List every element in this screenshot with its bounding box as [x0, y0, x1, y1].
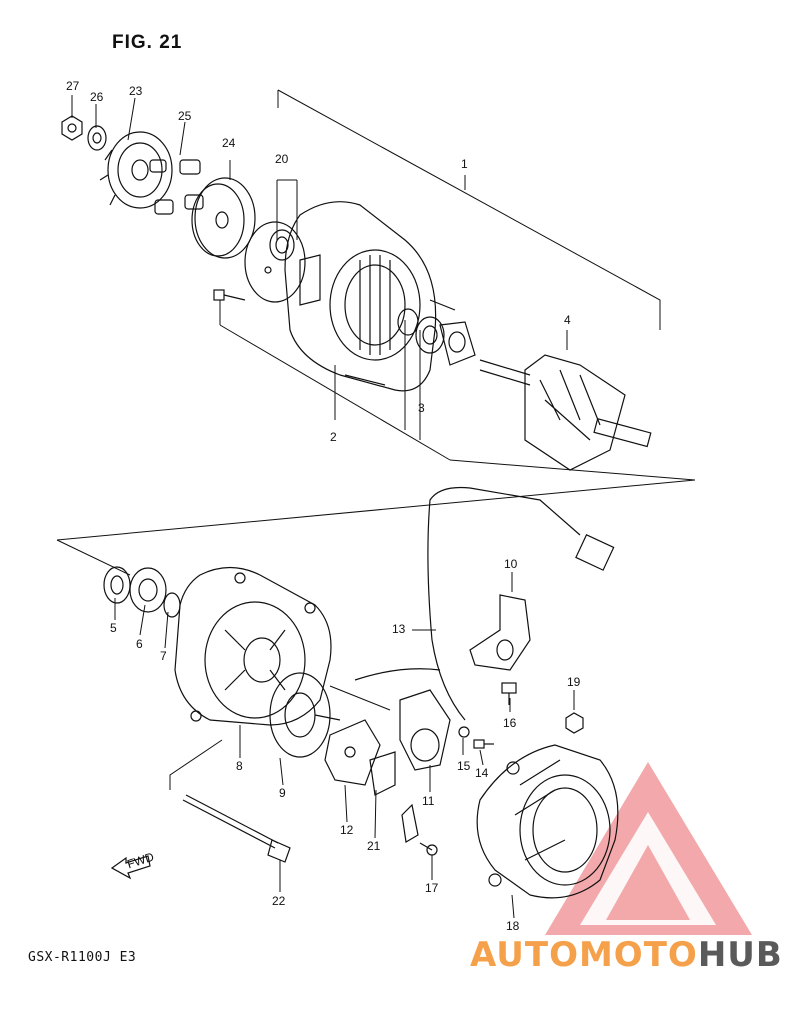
brush-holder	[469, 594, 531, 671]
washer	[87, 125, 107, 151]
callout-26: 26	[90, 90, 104, 104]
callout-12: 12	[340, 823, 354, 837]
callout-8: 8	[236, 759, 243, 773]
oring	[244, 221, 306, 303]
callout-20: 20	[275, 152, 289, 166]
alternator-housing	[284, 201, 456, 392]
watermark-part1: AUTOMOTO	[470, 935, 698, 975]
bracket-17	[401, 803, 438, 856]
bearing-20	[264, 229, 295, 274]
cable-lead	[354, 486, 615, 721]
callout-1: 1	[461, 157, 468, 171]
screw-14	[473, 739, 494, 749]
washer-5	[103, 566, 131, 604]
callout-16: 16	[503, 716, 517, 730]
washer-15	[458, 726, 470, 738]
callout-2: 2	[330, 430, 337, 444]
callout-4: 4	[564, 313, 571, 327]
callout-11: 11	[422, 794, 435, 808]
screw-16	[501, 682, 517, 705]
pulley	[99, 131, 173, 209]
seal-7	[163, 592, 181, 618]
model-code: GSX-R1100J E3	[28, 950, 137, 965]
nut-19	[565, 712, 584, 734]
pulley-nut	[61, 115, 83, 141]
callout-6: 6	[136, 637, 143, 651]
brush-21	[369, 751, 396, 796]
callout-14: 14	[475, 766, 489, 780]
callout-23: 23	[129, 84, 143, 98]
callout-13: 13	[392, 622, 406, 636]
through-bolt	[182, 794, 291, 863]
damper-set	[149, 159, 204, 215]
bolt-small	[213, 289, 246, 301]
callout-10: 10	[504, 557, 518, 571]
callout-7: 7	[160, 649, 167, 663]
fwd-arrow: FWD	[110, 850, 156, 880]
callout-24: 24	[222, 136, 236, 150]
bearing-3	[397, 308, 445, 354]
rectifier-11	[399, 689, 451, 771]
rear-housing	[174, 566, 332, 726]
callout-labels: 27 26 23 25 24 20 1 4 3 2 10 13 19 16 15…	[66, 79, 581, 933]
callout-5: 5	[110, 621, 117, 635]
callout-27: 27	[66, 79, 80, 93]
callout-25: 25	[178, 109, 192, 123]
callout-3: 3	[418, 401, 425, 415]
gasket	[439, 321, 476, 366]
callout-18: 18	[506, 919, 520, 933]
callout-22: 22	[272, 894, 286, 908]
watermark-part2: HUB	[697, 935, 783, 975]
figure-title: FIG. 21	[112, 32, 183, 53]
watermark-triangle	[545, 762, 752, 935]
rotor	[479, 354, 652, 471]
pulley-cover	[191, 177, 256, 259]
bearing-6	[129, 567, 167, 613]
watermark-text: AUTOMOTOHUB	[470, 935, 783, 975]
stator-plate	[269, 672, 341, 758]
callout-19: 19	[567, 675, 581, 689]
callout-9: 9	[279, 786, 286, 800]
callout-21: 21	[367, 839, 381, 853]
callout-17: 17	[425, 881, 439, 895]
callout-15: 15	[457, 759, 471, 773]
regulator-12	[324, 719, 381, 786]
end-cover	[476, 744, 619, 899]
